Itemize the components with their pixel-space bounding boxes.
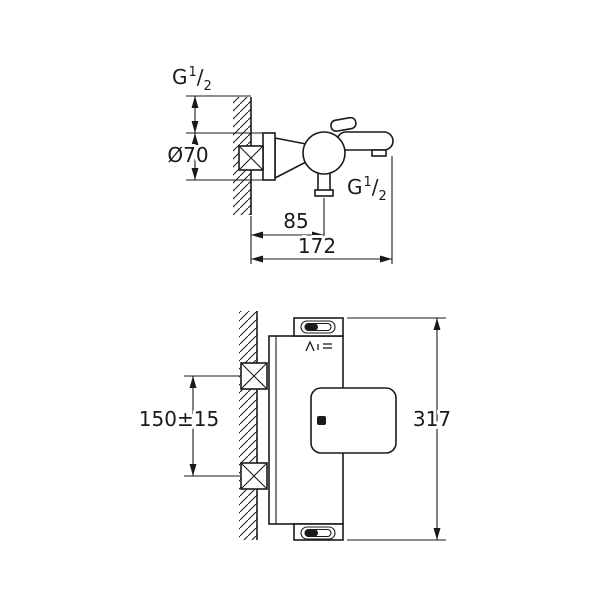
bottom-button-outline <box>300 526 336 540</box>
side-view: G1/2 Ø70 G1/2 85 172 <box>164 62 394 264</box>
mixer-side-profile <box>238 116 394 197</box>
top-button-indicator <box>305 323 318 331</box>
thermostat-handle-side <box>302 131 346 175</box>
dim-label-85: 85 <box>283 209 308 233</box>
nut-cross-line <box>240 362 268 390</box>
diverter-lever <box>330 116 357 133</box>
marking-triangle <box>305 340 315 352</box>
dim-label-diameter: Ø70 <box>167 143 208 167</box>
dim-label-172: 172 <box>298 234 336 258</box>
body-markings <box>305 340 332 352</box>
dim-label-g-half-wall: G1/2 <box>172 65 212 94</box>
side-view-dimensions: G1/2 Ø70 G1/2 85 172 <box>164 62 393 264</box>
spout-outlet <box>371 149 387 157</box>
wall-hatching-front <box>239 311 258 540</box>
nut-cross-line <box>238 145 264 171</box>
top-button-outline <box>300 320 336 334</box>
nut-cross-line <box>240 462 268 490</box>
dim-label-g-half-shower: G1/2 <box>347 175 387 204</box>
dim-label-height: 317 <box>413 407 451 431</box>
safety-stop-button <box>317 416 326 425</box>
spout <box>336 131 394 151</box>
top-cap <box>293 317 344 337</box>
bottom-button-indicator <box>305 529 318 537</box>
mixer-front-profile <box>240 317 397 541</box>
wall-hatch-area <box>239 311 257 540</box>
front-view: 150±15 317 <box>136 311 454 541</box>
shower-outlet-collar <box>314 189 334 197</box>
escutcheon <box>262 132 276 181</box>
front-view-dimensions: 150±15 317 <box>136 317 454 541</box>
valve-body-cone <box>274 137 307 180</box>
dim-label-centers: 150±15 <box>139 407 219 431</box>
temperature-handle-front <box>310 387 397 454</box>
